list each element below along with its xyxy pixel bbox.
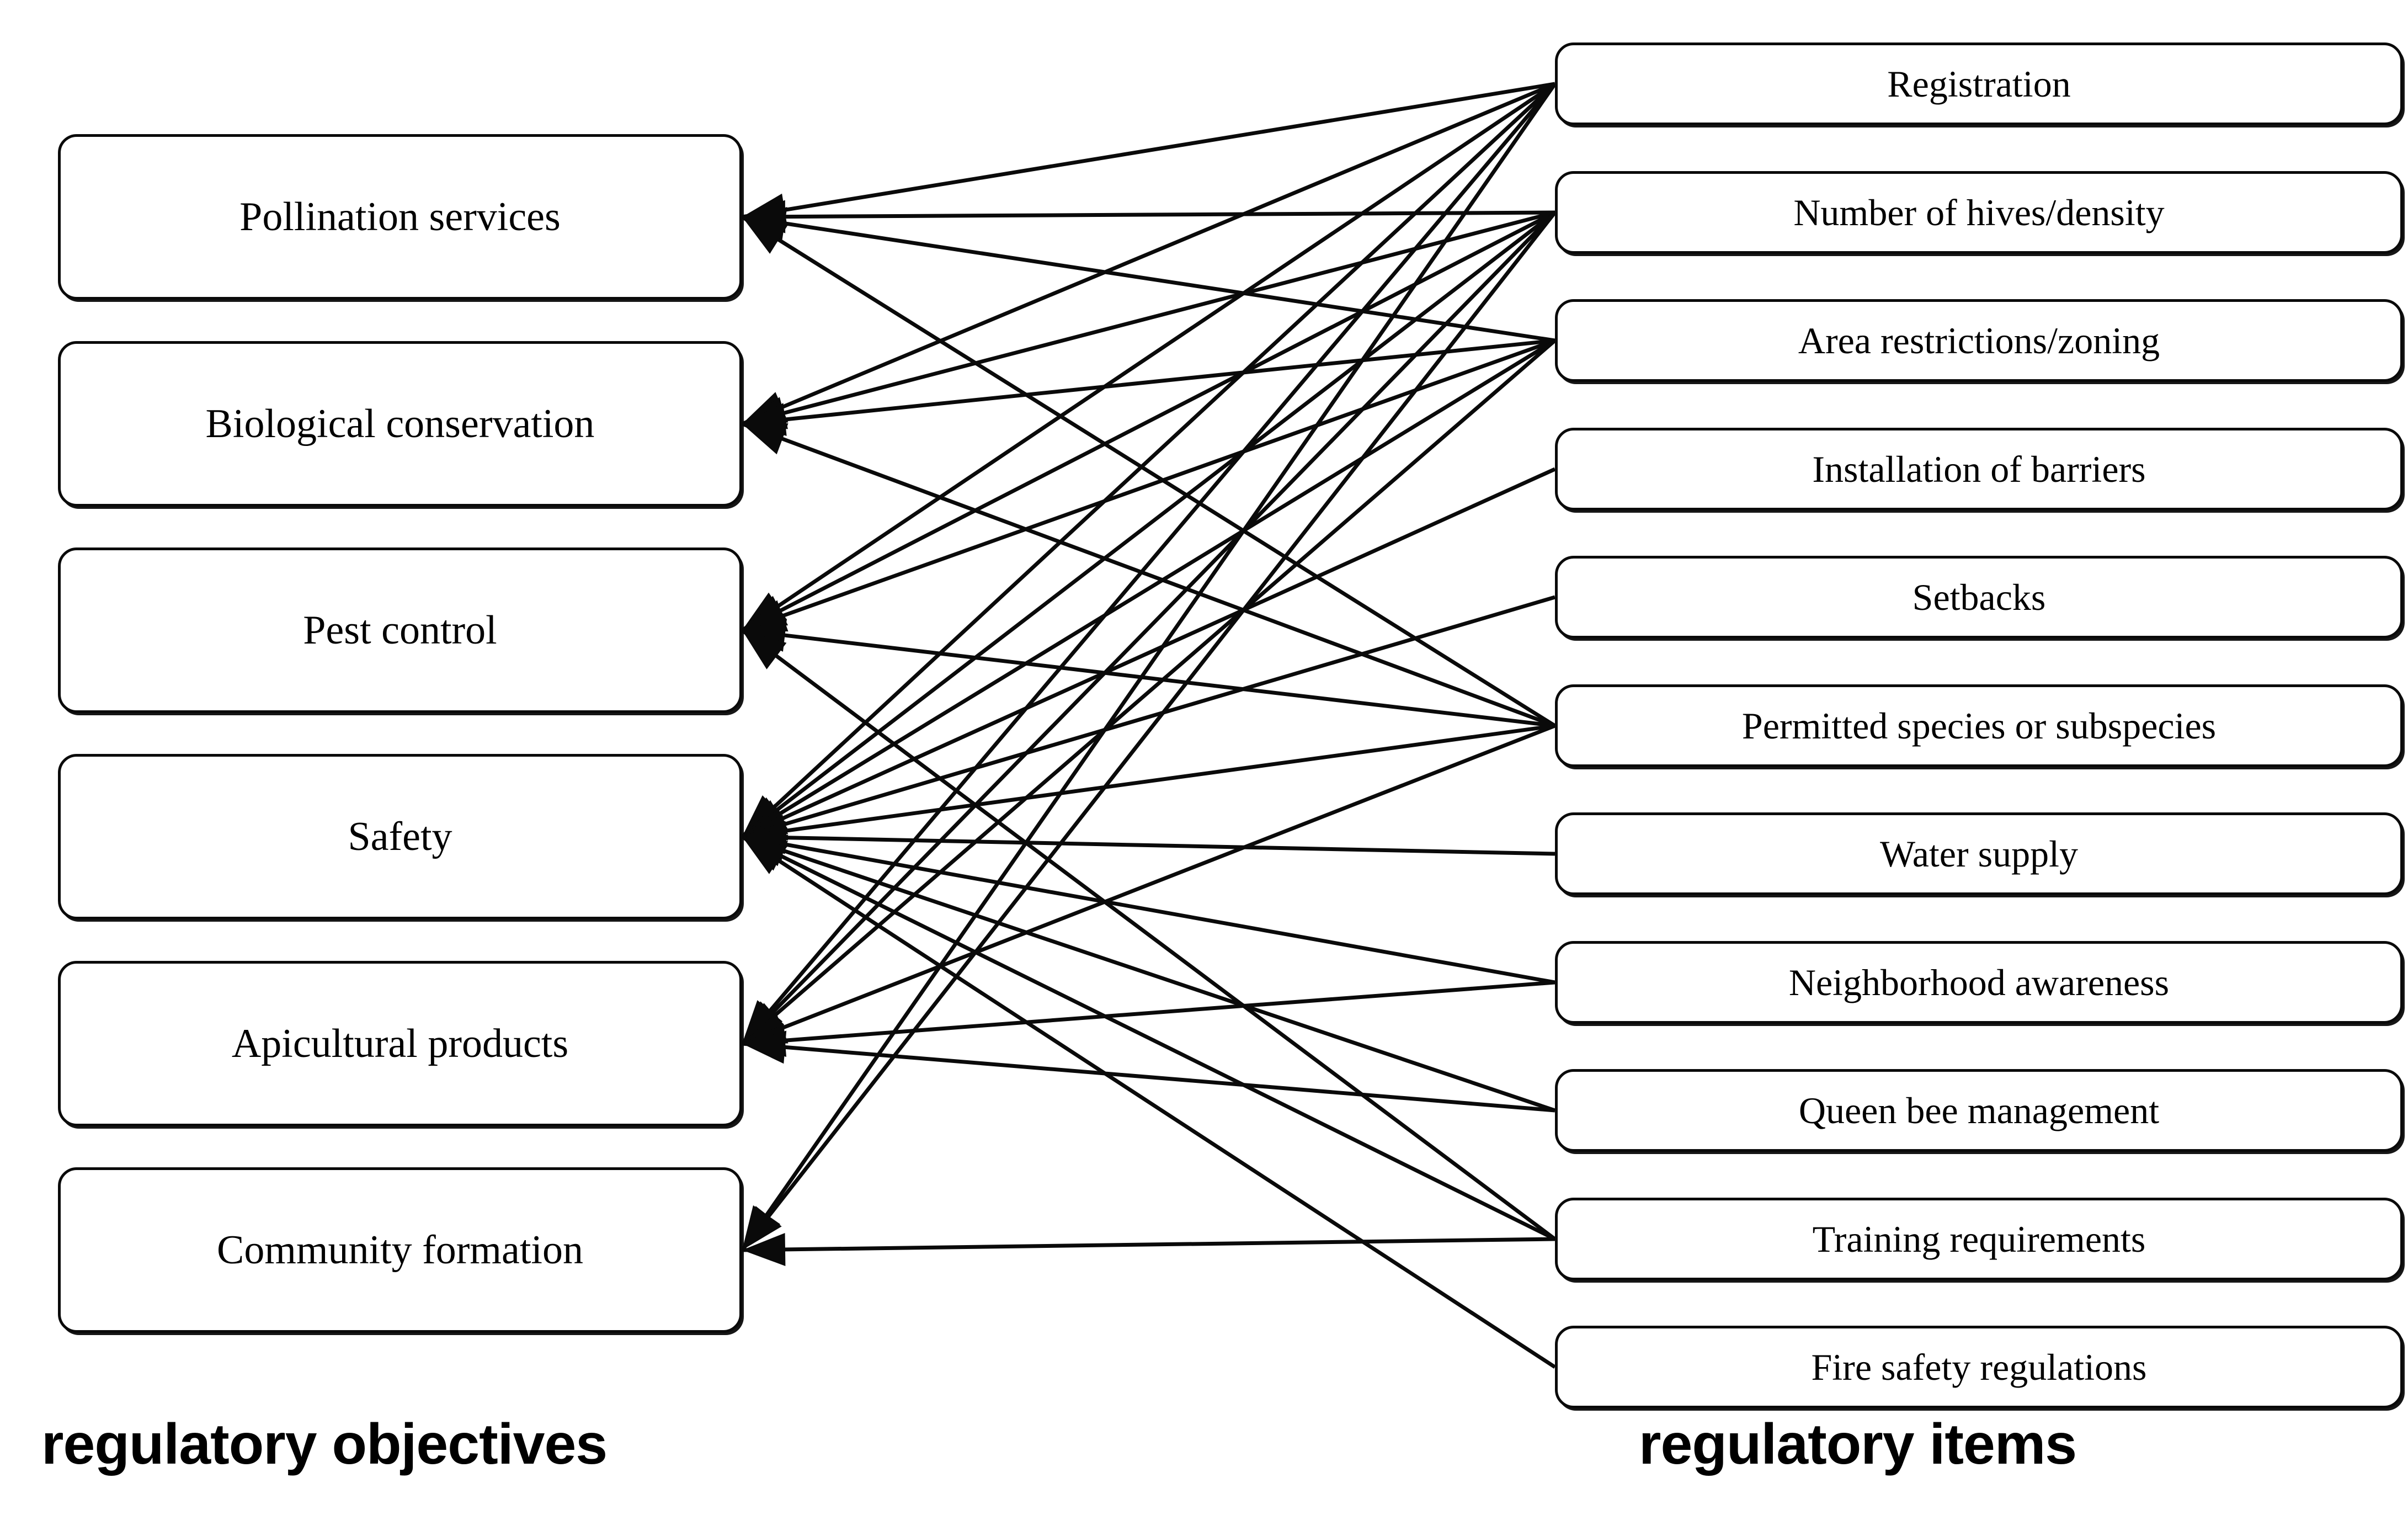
node-queen-bee-management[interactable]: Queen bee management — [1555, 1069, 2403, 1152]
node-label: Permitted species or subspecies — [1741, 705, 2217, 747]
caption-regulatory-items: regulatory items — [1639, 1412, 2077, 1476]
edge-zoning-to-apicultural — [740, 339, 1557, 1045]
edge-registration-to-biological — [741, 82, 1556, 426]
edge-registration-to-apicultural — [740, 82, 1557, 1045]
edge-neighborhood-to-apicultural — [742, 980, 1555, 1057]
node-pest-control[interactable]: Pest control — [58, 547, 742, 713]
edge-species-to-apicultural — [741, 724, 1556, 1046]
node-label: Water supply — [1880, 833, 2078, 875]
node-area-restrictions-zoning[interactable]: Area restrictions/zoning — [1555, 299, 2403, 382]
node-number-of-hives-density[interactable]: Number of hives/density — [1555, 171, 2403, 254]
node-permitted-species-or-subspecies[interactable]: Permitted species or subspecies — [1555, 684, 2403, 767]
edge-registration-to-pollination — [742, 82, 1555, 227]
edge-barriers-to-safety — [741, 467, 1556, 839]
edge-fire-to-safety — [741, 835, 1556, 1369]
node-label: Number of hives/density — [1793, 192, 2165, 233]
node-neighborhood-awareness[interactable]: Neighborhood awareness — [1555, 941, 2403, 1024]
node-community-formation[interactable]: Community formation — [58, 1167, 742, 1333]
node-label: Pollination services — [239, 194, 561, 240]
node-biological-conservation[interactable]: Biological conservation — [58, 341, 742, 507]
node-safety[interactable]: Safety — [58, 754, 742, 919]
edge-species-to-pollination — [741, 215, 1556, 727]
edge-queen-to-apicultural — [742, 1030, 1555, 1113]
node-label: Queen bee management — [1798, 1089, 2160, 1131]
edge-hives-to-apicultural — [740, 211, 1557, 1045]
edge-training-to-pest — [740, 629, 1557, 1241]
edge-species-to-safety — [742, 724, 1555, 848]
node-label: Biological conservation — [205, 401, 595, 446]
node-label: Fire safety regulations — [1811, 1346, 2147, 1388]
node-label: Safety — [348, 814, 452, 859]
node-installation-of-barriers[interactable]: Installation of barriers — [1555, 428, 2403, 511]
edge-zoning-to-biological — [742, 338, 1555, 436]
edge-training-to-safety — [741, 834, 1556, 1241]
edge-water-to-safety — [742, 821, 1555, 856]
node-label: Apicultural products — [231, 1021, 569, 1066]
edge-training-to-community — [742, 1232, 1555, 1266]
edge-hives-to-pest — [741, 210, 1556, 632]
edge-zoning-to-safety — [741, 339, 1556, 838]
edge-hives-to-pollination — [742, 200, 1555, 233]
node-fire-safety-regulations[interactable]: Fire safety regulations — [1555, 1326, 2403, 1408]
edge-registration-to-pest — [741, 82, 1556, 632]
edge-neighborhood-to-safety — [742, 828, 1555, 985]
edge-queen-to-safety — [741, 834, 1556, 1113]
node-label: Area restrictions/zoning — [1798, 320, 2160, 362]
edge-species-to-biological — [741, 422, 1556, 728]
edge-registration-to-community — [740, 82, 1557, 1252]
edge-hives-to-safety — [740, 211, 1557, 838]
node-water-supply[interactable]: Water supply — [1555, 812, 2403, 895]
edge-zoning-to-pest — [741, 338, 1556, 632]
node-setbacks[interactable]: Setbacks — [1555, 556, 2403, 639]
edge-zoning-to-pollination — [742, 207, 1555, 343]
node-label: Installation of barriers — [1812, 448, 2146, 490]
node-training-requirements[interactable]: Training requirements — [1555, 1198, 2403, 1280]
node-label: Pest control — [303, 608, 497, 653]
node-label: Neighborhood awareness — [1788, 961, 2170, 1003]
node-registration[interactable]: Registration — [1555, 42, 2403, 125]
node-label: Setbacks — [1912, 576, 2046, 618]
node-label: Community formation — [217, 1227, 583, 1273]
edge-hives-to-biological — [742, 210, 1555, 429]
caption-regulatory-objectives: regulatory objectives — [41, 1412, 608, 1476]
edge-species-to-pest — [742, 619, 1555, 728]
node-apicultural-products[interactable]: Apicultural products — [58, 961, 742, 1126]
node-pollination-services[interactable]: Pollination services — [58, 134, 742, 300]
edge-registration-to-safety — [740, 82, 1557, 838]
edge-setbacks-to-safety — [742, 595, 1555, 841]
node-label: Registration — [1887, 63, 2071, 105]
edge-hives-to-community — [740, 211, 1557, 1252]
node-label: Training requirements — [1812, 1218, 2146, 1260]
